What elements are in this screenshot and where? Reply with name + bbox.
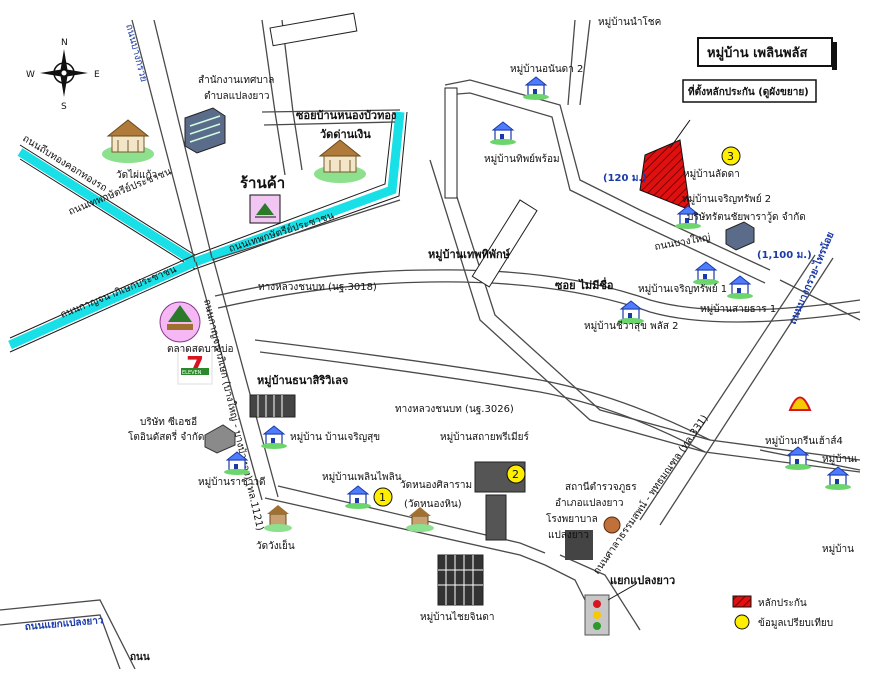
label-ban-charoensap-2: หมู่บ้านเจริญทรัพย์ 2 [682,193,771,205]
compass-icon: N S E W [26,38,100,112]
svg-text:3: 3 [727,150,734,163]
label-company-left-2: โตอินดัสตรี่ จำกัด [128,429,204,443]
road-label-top-left: ถนนบางกรวย [123,23,149,83]
hospital-icon [565,530,593,560]
road-label-canal-3: ถนนเทพกษัตรีย์ประชาชน [227,209,335,254]
legend-reference-label: ข้อมูลเปรียบเทียบ [758,617,833,629]
label-ban-thepthikhap: หมู่บ้านเทพทิพักษ์ [428,248,511,262]
wat-wangyen-icon [264,505,292,532]
svg-text:2: 2 [512,468,519,481]
shell-icon [788,396,812,411]
label-hospital-2: แปลงยาว [548,530,589,541]
shop-icon [249,194,281,224]
label-wat-wangyen: วัดวังเย็น [256,538,295,552]
label-wat-nongsilaram-1: วัดหนองศิลาราม [400,480,472,491]
svg-text:E: E [94,70,100,80]
office-building-icon [184,107,226,154]
label-ban-right-3: หมู่บ้าน [822,543,854,555]
traffic-light-icon [584,583,637,636]
svg-text:N: N [61,38,68,48]
label-ban-chaiyinda: หมู่บ้านไชยจินดา [420,611,494,623]
label-thanasiri: หมู่บ้านธนาสิริวิเลจ [257,374,348,388]
house-icons [223,76,852,510]
label-ban-charoensap-1: หมู่บ้านเจริญทรัพย์ 1 [638,283,727,295]
label-hospital-1: โรงพยาบาล [546,512,598,525]
label-wat-paikaew: วัดไผ่แก้ว [116,169,157,181]
label-ban-thipphrom: หมู่บ้านทิพย์พร้อม [484,153,560,165]
label-district-office: สำนักงานเทศบาล [198,75,274,86]
label-police-2: อำเภอแปลงยาว [555,498,624,509]
soi-nongbuathong-label: ซอยบ้านหนองบัวทอง [296,109,396,122]
label-ban-chiwasuk: หมู่บ้านชีวาสุข พลัส 2 [584,320,678,332]
label-shop: ร้านค้า [240,174,285,192]
market-icon [159,301,201,343]
temple-icon [101,119,155,164]
label-police-1: สถานีตำรวจภูธร [565,481,637,493]
road-label-bottom: ถนน [130,652,150,663]
label-market: ตลาดสดบางบ่อ [167,344,234,355]
roads [0,19,861,670]
site-label-box: ที่ตั้งหลักประกัน (ดูผังขยาย) [682,79,817,103]
distance-label-2: (1,100 ม.) [757,250,812,261]
road-label-bottom-left: ถนนแยกแปลงยาว [24,614,104,633]
label-ban-right-2: หมู่บ้านเ [822,453,857,465]
seven-eleven-icon: 7 ELEVEN [177,349,213,385]
police-icon [603,516,621,534]
page-title: หมู่บ้าน เพลินพลัส [707,45,808,61]
label-ban-anunda: หมู่บ้านอนันดา 2 [510,63,583,75]
label-wat-nongsilaram-2: (วัดหนองหิน) [404,499,462,510]
label-ban-saithan: หมู่บ้านสายธาร 1 [700,303,776,315]
comparison-marker-2: 2 [506,464,526,484]
legend: หลักประกัน ข้อมูลเปรียบเทียบ [732,595,833,630]
comparison-marker-1: 1 [373,487,393,507]
road-label-local-1: ทางหลวงชนบท (นฐ.3018) [258,282,377,293]
label-ban-charoensuk: หมู่บ้าน บ้านเจริญสุข [290,431,380,443]
soi-mai-label: ซอย ไม่มีชื่อ [555,277,613,292]
company-right-icon [725,221,755,251]
label-company-right: บริษัทรัตนชัยพาราวู้ด จำกัด [687,211,806,223]
wat-nongsilaram-icon [406,507,434,532]
label-ban-sathai: หมู่บ้านสถายพรีเมียร์ [440,431,529,443]
svg-text:W: W [26,70,35,80]
road-label-local-2: ทางหลวงชนบท (นฐ.3026) [395,404,514,415]
label-ban-namchok: หมู่บ้านนำโชค [598,15,661,28]
distance-label-1: (120 ม.) [603,173,647,184]
label-wat-dannoen: วัดด่านเงิน [320,128,371,141]
label-company-left-1: บริษัท ซีเอชอี [140,416,197,428]
title-box: หมู่บ้าน เพลินพลัส [697,37,837,70]
label-ban-rachawadi: หมู่บ้านราชาวดี [198,476,265,488]
legend-collateral-label: หลักประกัน [758,598,807,609]
road-label-canal-4: ถนนกาญจนาภิเษกประชาชน [59,264,178,321]
comparison-marker-3: 3 [721,146,741,166]
svg-text:S: S [61,102,67,112]
temple-icon [313,139,367,184]
label-junction: แยกแปลงยาว [610,574,675,587]
factory-icon [204,424,236,454]
site-label: ที่ตั้งหลักประกัน (ดูผังขยาย) [688,84,809,99]
label-ban-ploenplin: หมู่บ้านเพลินไพลิน [322,471,402,483]
road-label-right: ถนนบางกรวย-ไทรน้อย [786,230,837,327]
svg-text:1: 1 [379,491,386,504]
label-ban-green: หมู่บ้านกรีนเฮ้าส์4 [765,435,843,447]
village-blocks [249,12,538,606]
label-district-office-2: ตำบลแปลงยาว [204,91,269,102]
label-ban-ladda: หมู่บ้านลัดดา [683,168,740,180]
svg-text:7: 7 [186,352,204,382]
svg-text:ELEVEN: ELEVEN [182,370,202,376]
